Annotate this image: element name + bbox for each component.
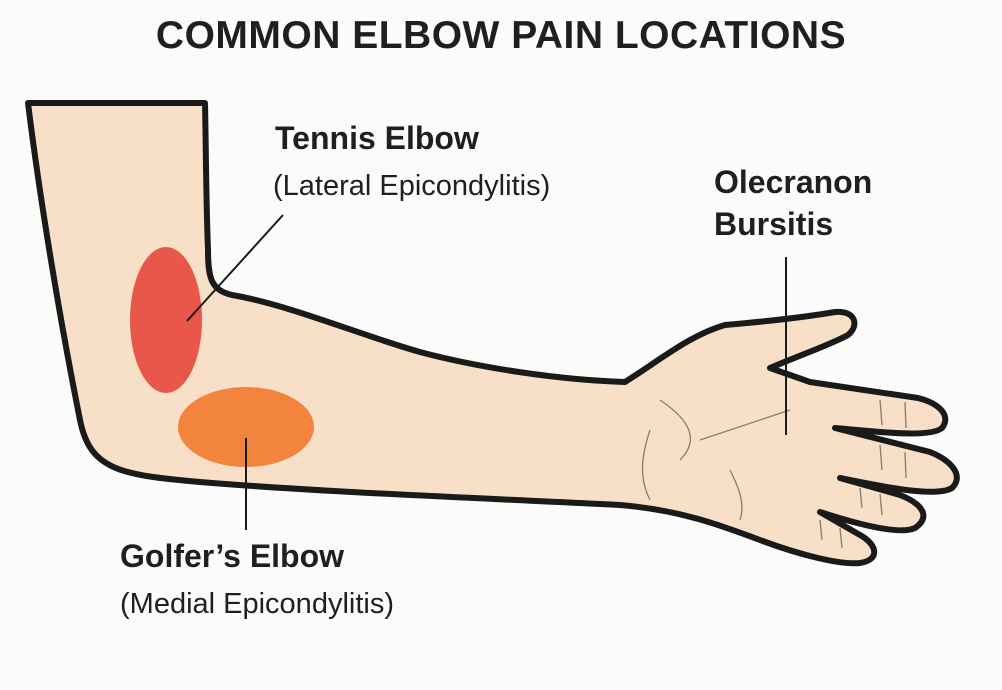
tennis-elbow-label: Tennis Elbow	[275, 120, 479, 156]
tennis-elbow-detail: (Lateral Epicondylitis)	[273, 170, 551, 202]
golfers-elbow-detail: (Medial Epicondylitis)	[120, 588, 394, 620]
tennis-elbow-area	[130, 247, 202, 393]
hand-creases	[641, 399, 907, 549]
golfers-elbow-area	[178, 387, 314, 467]
page-title: COMMON ELBOW PAIN LOCATIONS	[155, 14, 847, 57]
golfers-elbow-label: Golfer’s Elbow	[120, 538, 345, 574]
tennis-leader-line	[186, 214, 284, 322]
olecranon-label-line1: Olecranon	[714, 164, 873, 200]
olecranon-label-line2: Bursitis	[714, 206, 834, 242]
